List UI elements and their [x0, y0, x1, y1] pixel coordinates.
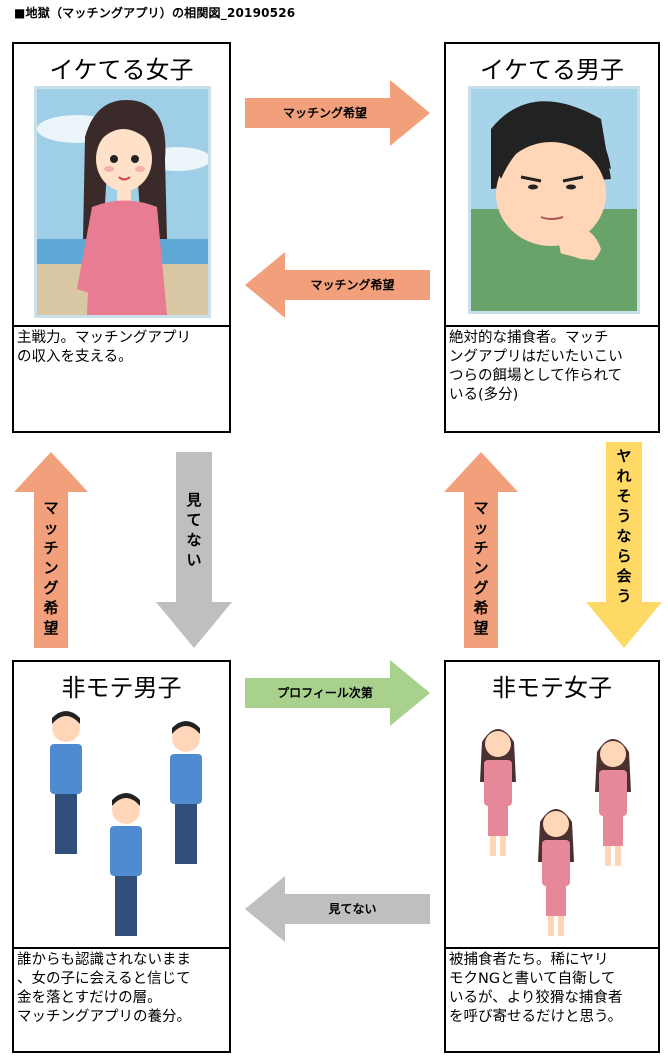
- arrow-shape: [245, 252, 430, 318]
- panel-cool-women: イケてる女子 主戦力。マッチングアプリ の収入を支える。: [12, 42, 231, 433]
- panel-description: 誰からも認識されないまま 、女の子に会えると信じて 金を落とすだけの層。 マッチ…: [14, 947, 229, 1029]
- panel-description: 被捕食者たち。稀にヤリ モクNGと書いて自衛して いるが、より狡猾な捕食者 を呼…: [446, 947, 658, 1029]
- arrow-cool-men-down: ヤれそうなら会う: [586, 442, 662, 648]
- panel-unpopular-women: 非モテ女子 被捕食者たち。稀にヤリ モクNGと書いて自衛して い: [444, 660, 660, 1053]
- arrow-women-to-men-bottom: 見てない: [245, 876, 430, 942]
- arrow-label: プロフィール次第: [277, 686, 373, 700]
- arrow-shape: [444, 452, 518, 648]
- arrow-unpopular-men-up: マッチング希望: [14, 452, 88, 648]
- arrow-label: マッチング希望: [43, 499, 59, 637]
- arrow-shape: [586, 442, 662, 648]
- arrow-label: 見てない: [186, 491, 202, 569]
- illustration-men-group: [14, 702, 229, 942]
- panel-unpopular-men: 非モテ男子 誰からも認識されないまま 、女の子に会えると信じて 金を落とすだけの…: [12, 660, 231, 1053]
- panel-cool-men: イケてる男子 絶対的な捕食者。マッチ ングアプリはだいたいこい つらの餌場として…: [444, 42, 660, 433]
- arrow-label: マッチング希望: [310, 278, 395, 292]
- arrow-shape: [245, 660, 430, 726]
- page-title: ■地獄（マッチングアプリ）の相関図_20190526: [14, 6, 296, 20]
- arrow-unpopular-women-up: マッチング希望: [444, 452, 518, 648]
- arrow-cool-women-down: 見てない: [156, 452, 232, 648]
- arrow-shape: [14, 452, 88, 648]
- arrow-label: マッチング希望: [473, 499, 489, 637]
- arrow-men-to-women-bottom: プロフィール次第: [245, 660, 430, 726]
- illustration-women-group: [446, 702, 658, 942]
- arrow-men-to-women: マッチング希望: [245, 252, 430, 318]
- panel-title: 非モテ女子: [492, 674, 612, 702]
- arrow-shape: [245, 80, 430, 146]
- panel-description: 絶対的な捕食者。マッチ ングアプリはだいたいこい つらの餌場として作られて いる…: [446, 325, 658, 407]
- arrow-shape: [156, 452, 232, 648]
- arrow-label: 見てない: [328, 902, 377, 916]
- arrow-label: ヤれそうなら会う: [616, 447, 632, 605]
- arrow-women-to-men: マッチング希望: [245, 80, 430, 146]
- panel-title: イケてる男子: [480, 56, 624, 84]
- arrow-label: マッチング希望: [282, 106, 367, 120]
- illustration-woman: [34, 86, 211, 318]
- panel-title: 非モテ男子: [61, 674, 182, 702]
- arrow-shape: [245, 876, 430, 942]
- panel-description: 主戦力。マッチングアプリ の収入を支える。: [14, 325, 229, 369]
- panel-title: イケてる女子: [49, 56, 194, 84]
- illustration-man: [468, 86, 640, 314]
